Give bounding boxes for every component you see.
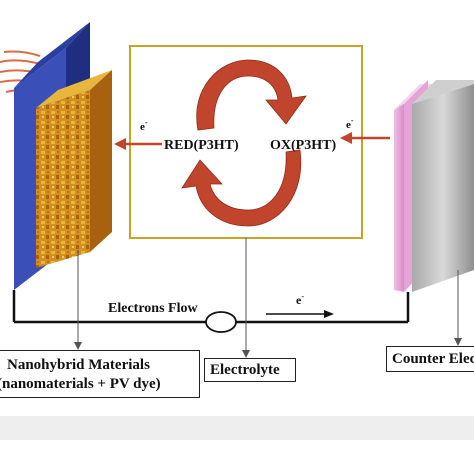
right-electron-arrow [340, 132, 390, 144]
counter-electrode [394, 80, 474, 292]
electrons-flow-label: Electrons Flow [108, 301, 198, 316]
nanohybrid-label-box: Nanohybrid Materials (nanomaterials + PV… [0, 350, 200, 398]
left-electron-label: e- [140, 118, 148, 133]
electrolyte-box [129, 45, 363, 239]
left-electron-arrow [114, 138, 162, 150]
load-resistor [205, 311, 237, 333]
bottom-shadow-band [0, 416, 474, 440]
counter-leader-tip [454, 338, 462, 346]
bottom-arc-arrow [181, 149, 302, 227]
nanohybrid-line2: (nanomaterials + PV dye) [0, 376, 161, 392]
counter-label-box: Counter Electrode [386, 346, 474, 372]
ox-label: OX(P3HT) [270, 138, 336, 153]
counter-label: Counter Electrode [392, 351, 474, 367]
top-arc-arrow [196, 59, 307, 131]
red-label: RED(P3HT) [164, 138, 239, 153]
electrolyte-label-box: Electrolyte [204, 358, 296, 382]
redox-cycle-arrows [181, 59, 307, 227]
nanohybrid-leader-tip [74, 342, 82, 350]
electrolyte-label: Electrolyte [210, 362, 280, 378]
flow-direction-arrow [266, 310, 334, 318]
right-electron-label: e- [346, 116, 354, 131]
flow-electron-label: e- [296, 292, 304, 307]
nanohybrid-block [36, 70, 112, 268]
electrolyte-leader-tip [242, 350, 250, 358]
external-circuit [14, 292, 410, 324]
nanohybrid-line1: Nanohybrid Materials [7, 357, 150, 373]
